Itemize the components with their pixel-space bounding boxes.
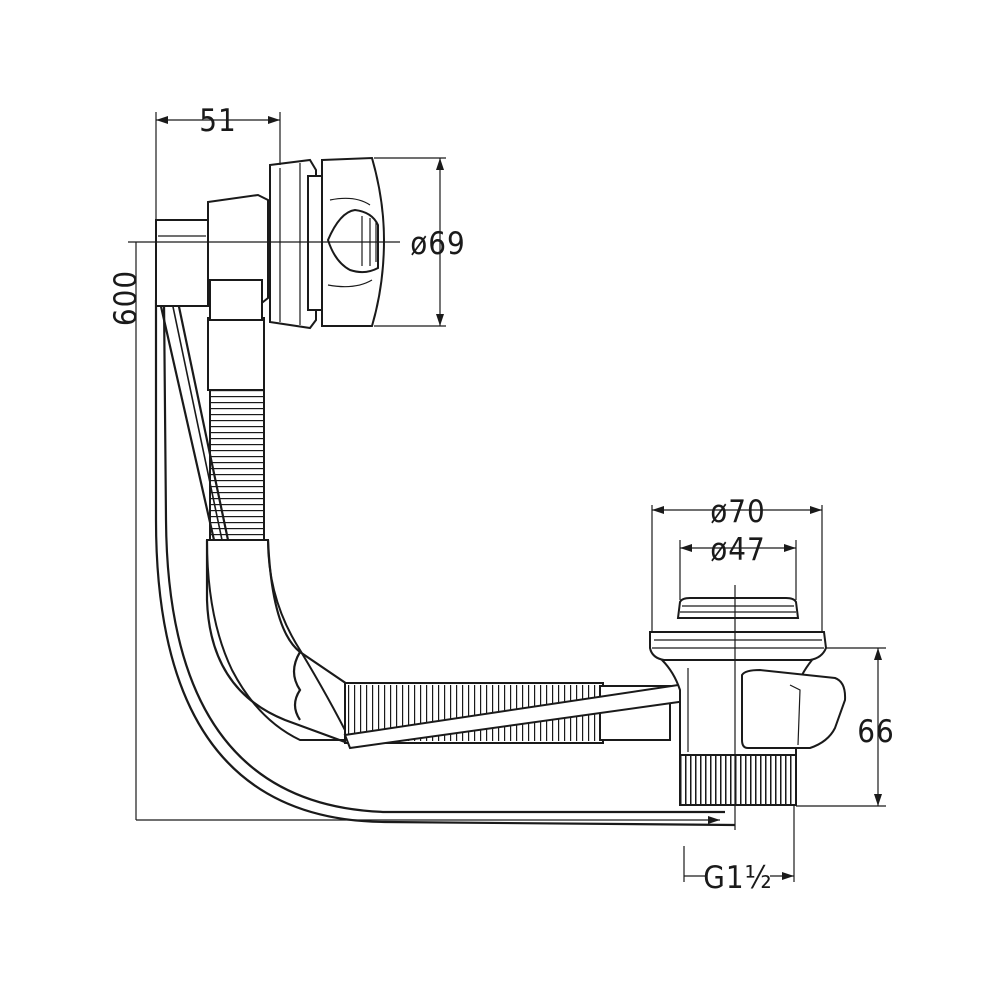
dimension-69: ø69 bbox=[374, 157, 466, 327]
dimension-70-label: ø70 bbox=[710, 494, 766, 530]
dimension-51-label: 51 bbox=[199, 103, 236, 139]
dimension-47-label: ø47 bbox=[710, 532, 766, 568]
bowden-cable bbox=[154, 299, 736, 827]
horizontal-corrugated-hose bbox=[343, 673, 752, 750]
center-lines bbox=[128, 241, 736, 830]
drain-elbow-pipe bbox=[205, 539, 352, 744]
dimension-thread: G1½ bbox=[683, 806, 795, 896]
waste-assembly bbox=[649, 597, 847, 806]
overflow-assembly bbox=[155, 156, 386, 330]
dimension-66: 66 bbox=[796, 647, 894, 807]
dimension-51: 51 bbox=[155, 103, 281, 222]
dimension-600: 600 bbox=[108, 242, 720, 824]
dimension-thread-label: G1½ bbox=[703, 860, 772, 896]
dimension-69-label: ø69 bbox=[410, 226, 466, 262]
dimension-66-label: 66 bbox=[857, 714, 894, 750]
dimension-47: ø47 bbox=[679, 532, 797, 600]
vertical-corrugated-hose bbox=[207, 317, 265, 541]
dimension-70: ø70 bbox=[651, 494, 823, 632]
dimension-600-label: 600 bbox=[108, 270, 144, 326]
